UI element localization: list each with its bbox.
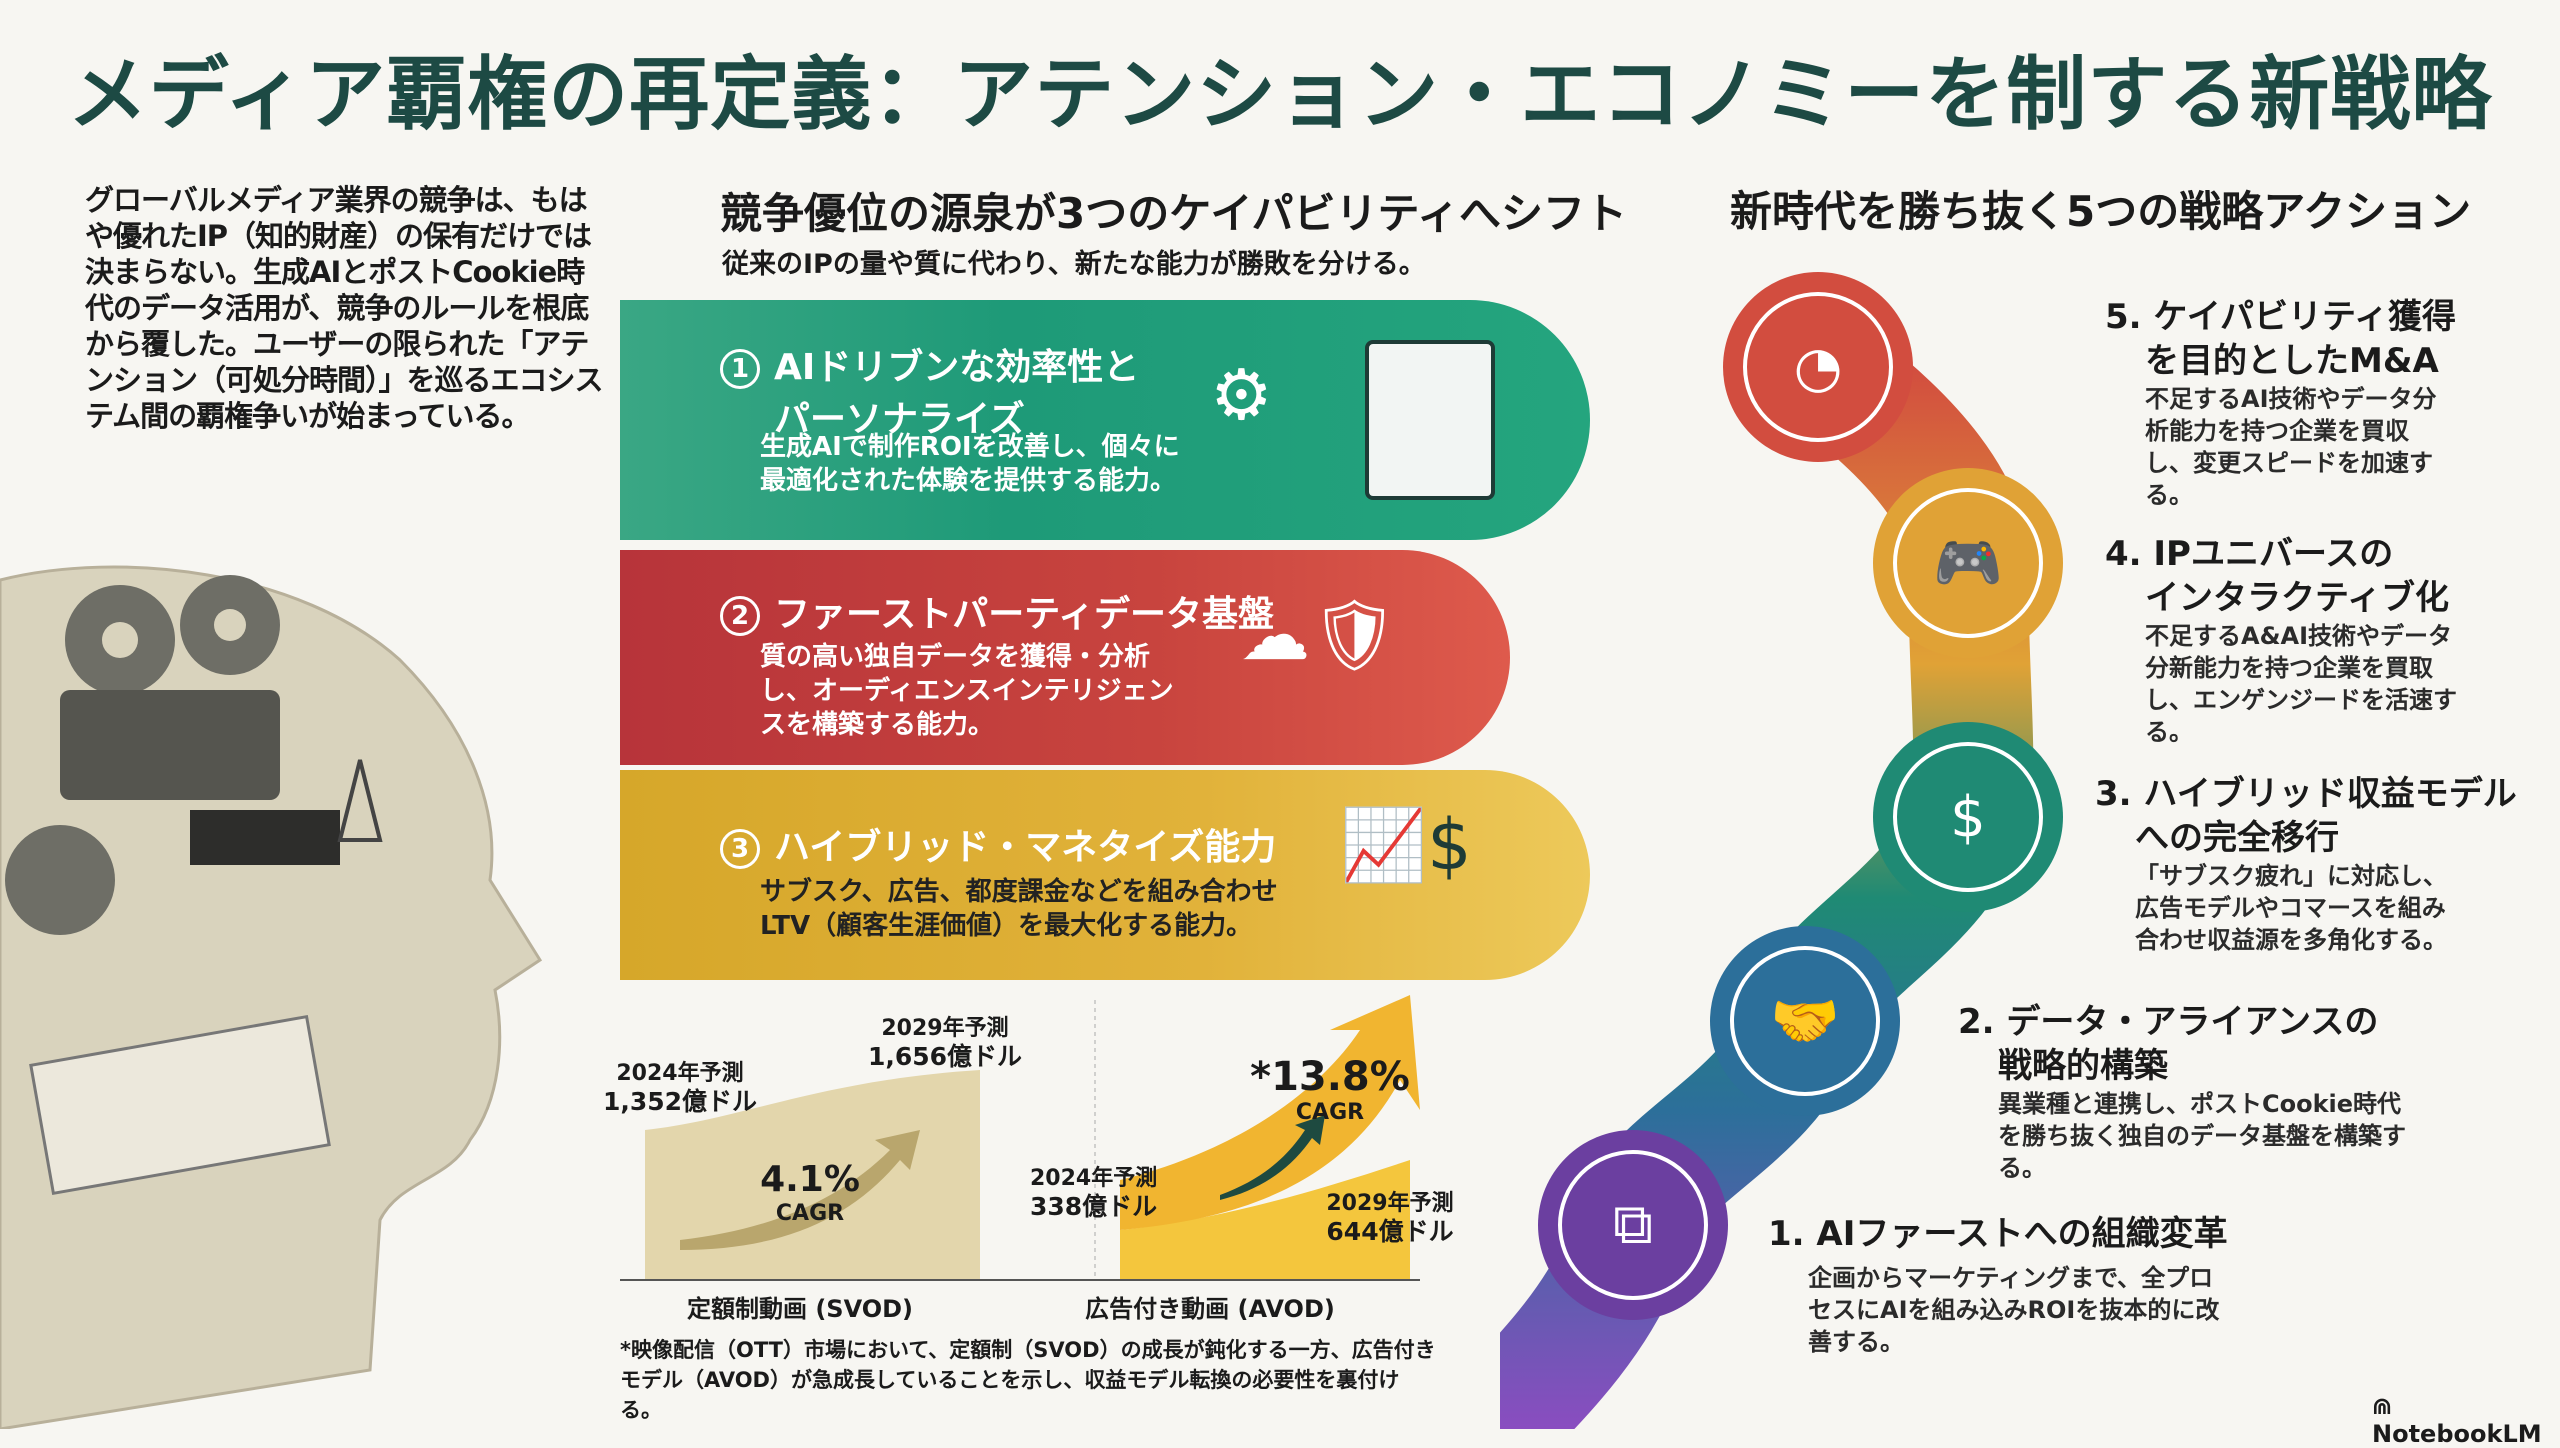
svod-area — [645, 1070, 980, 1280]
step-1-circle: ⧉ — [1538, 1130, 1728, 1320]
capability-title-line2: パーソナライズ — [774, 399, 1025, 440]
cloud-database-shield-icon: ☁🛡 — [1240, 594, 1399, 676]
svod-category-label: 定額制動画 (SVOD) — [686, 1295, 914, 1323]
handshake-cloud-icon: 🤝 — [1730, 946, 1880, 1096]
avod-cagr-arrow — [1120, 995, 1420, 1230]
svod-cagr-arrow — [680, 1130, 920, 1250]
chart-footnote: *映像配信（OTT）市場において、定額制（SVOD）の成長が鈍化する一方、広告付… — [620, 1338, 1436, 1422]
newspaper-icon — [29, 1014, 331, 1196]
money-cycle-icon: $ — [1893, 742, 2043, 892]
svod-cagr: 4.1%CAGR — [760, 1159, 860, 1227]
capabilities-heading: 競争優位の源泉が3つのケイパビリティへシフト — [720, 189, 1628, 238]
capability-title: AIドリブンな効率性と — [774, 347, 1140, 388]
notebooklm-brand: ⋒ NotebookLM — [2372, 1392, 2542, 1448]
avod-category-label: 広告付き動画 (AVOD) — [1085, 1295, 1335, 1323]
growth-chart-money-icon: 📈$ — [1340, 804, 1472, 886]
step-3-circle: $ — [1873, 722, 2063, 912]
notebooklm-logo-icon: ⋒ — [2372, 1392, 2393, 1420]
media-head-illustration — [0, 565, 543, 1429]
number-badge: 3 — [720, 829, 760, 869]
clapperboard-icon — [190, 810, 340, 865]
dashboard-screen-icon — [1365, 340, 1495, 500]
capability-title: ファーストパーティデータ基盤 — [774, 594, 1275, 635]
step-2-circle: 🤝 — [1710, 926, 1900, 1116]
ai-network-icon: ⧉ — [1558, 1150, 1708, 1300]
ai-chip-pie-icon: ◔ — [1743, 292, 1893, 442]
capability-desc: 質の高い独自データを獲得・分析し、オーディエンスインテリジェンスを構築する能力。 — [760, 642, 1174, 740]
growth-chart — [620, 995, 1420, 1281]
actions-heading: 新時代を勝ち抜く5つの戦略アクション — [1730, 187, 2472, 236]
capability-band-3: 3 ハイブリッド・マネタイズ能力 サブスク、広告、都度課金などを組み合わせLTV（… — [620, 770, 1590, 980]
capability-title: ハイブリッド・マネタイズ能力 — [774, 827, 1277, 868]
step-4-circle: 🎮 — [1873, 468, 2063, 658]
avod-dark-arrow — [1220, 1115, 1325, 1200]
intro-paragraph: グローバルメディア業界の競争は、もはや優れたIP（知的財産）の保有だけでは決まら… — [85, 183, 604, 433]
step-2: 2. データ・アライアンスの戦略的構築異業種と連携し、ポストCookie時代を勝… — [1958, 1002, 2406, 1182]
number-badge: 1 — [720, 349, 760, 389]
number-badge: 2 — [720, 596, 760, 636]
capabilities-subheading: 従来のIPの量や質に代わり、新たな能力が勝敗を分ける。 — [722, 249, 1426, 280]
step-5-circle: ◔ — [1723, 272, 1913, 462]
page-title: メディア覇権の再定義：アテンション・エコノミーを制する新戦略 — [67, 48, 2493, 141]
camera-icon — [60, 690, 280, 800]
capability-desc: 生成AIで制作ROIを改善し、個々に最適化された体験を提供する能力。 — [760, 432, 1180, 496]
step-3: 3. ハイブリッド収益モデルへの完全移行「サブスク疲れ」に対応し、広告モデルやコ… — [2095, 774, 2517, 954]
avod-cagr: *13.8%CAGR — [1250, 1054, 1410, 1125]
capability-desc: サブスク、広告、都度課金などを組み合わせLTV（顧客生涯価値）を最大化する能力。 — [760, 877, 1278, 941]
ip-gamepad-icon: 🎮 — [1893, 488, 2043, 638]
step-4: 4. IPユニバースのインタラクティブ化不足するA&AI技術やデータ分新能力を持… — [2105, 534, 2457, 746]
step-1: 1. AIファーストへの組織変革企画からマーケティングまで、全プロセスにAIを組… — [1768, 1214, 2228, 1356]
avod-area — [1120, 1160, 1410, 1280]
capability-band-2: 2 ファーストパーティデータ基盤 質の高い独自データを獲得・分析し、オーディエンス… — [620, 550, 1510, 765]
antenna-icon — [337, 759, 383, 842]
capability-band-1: 1 AIドリブンな効率性とパーソナライズ 生成AIで制作ROIを改善し、個々に最適… — [620, 300, 1590, 540]
brain-gear-icon: ⚙ — [1210, 354, 1273, 436]
